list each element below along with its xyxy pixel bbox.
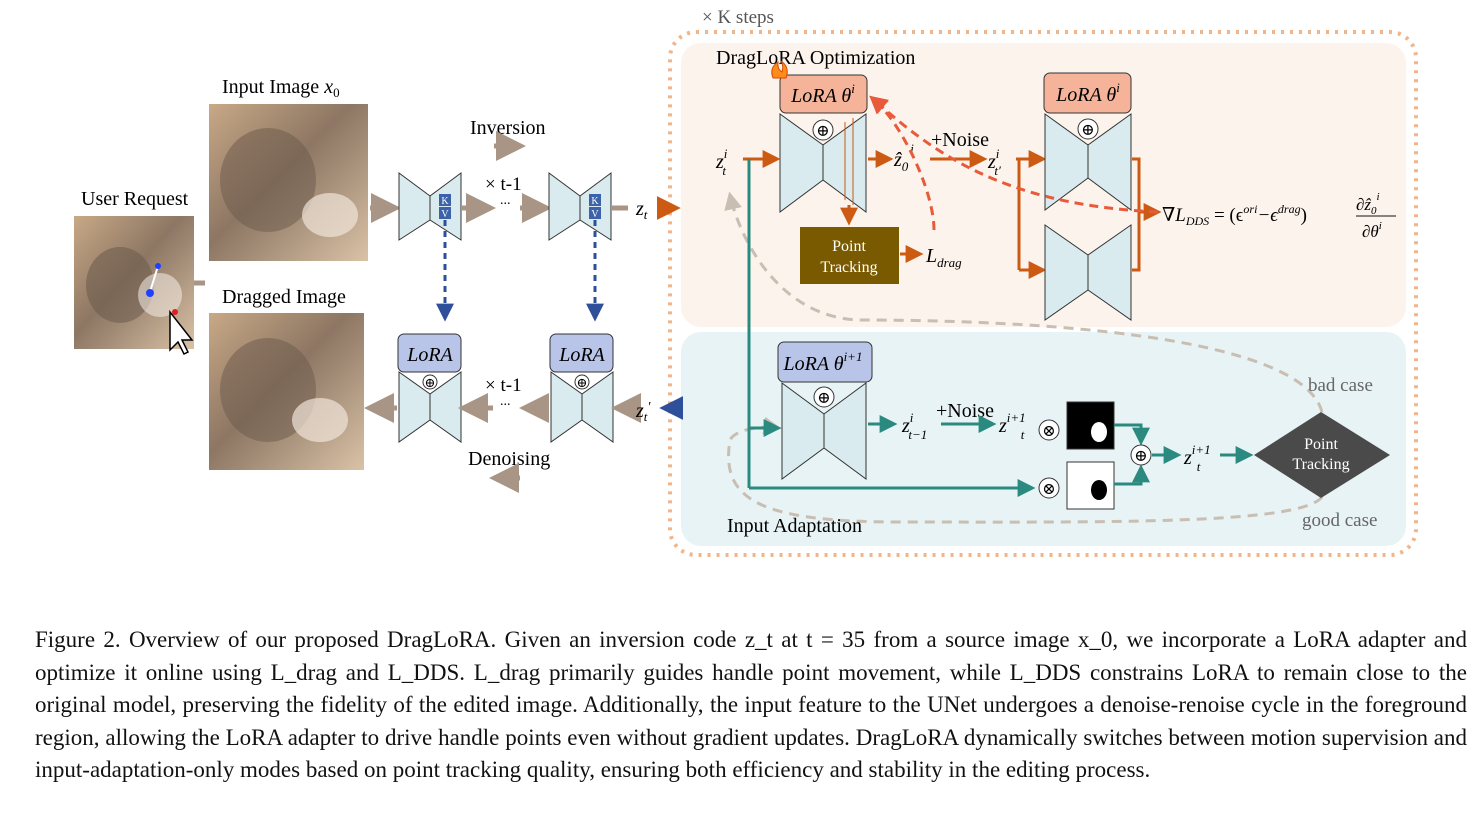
denoising-label: Denoising [468,448,550,470]
svg-text:K: K [441,196,449,207]
svg-text:∇LDDS = (ϵori−ϵdrag): ∇LDDS = (ϵori−ϵdrag) [1162,202,1307,228]
svg-text:⊕: ⊕ [1134,448,1147,465]
input-image-label: Input Image x0 [222,76,340,100]
zt-prime-label: zt′ [635,400,651,424]
svg-text:Point: Point [832,238,866,255]
figure-caption: Figure 2. Overview of our proposed DragL… [35,624,1467,787]
svg-text:∂ẑ0i: ∂ẑ0i [1356,191,1380,217]
user-request-label: User Request [81,188,189,210]
background-mask [1066,461,1115,510]
lora-theta-i1-block: LoRA θi+1 ⊕ [777,341,873,480]
times-t1-bottom: × t-1 [485,375,522,396]
z-hat-0-label: ẑ0i [893,141,914,174]
svg-text:⊕: ⊕ [577,375,588,390]
dragged-image-label: Dragged Image [222,286,346,308]
svg-text:LoRA θi: LoRA θi [790,81,855,107]
point-tracking-diamond: Point Tracking [1254,412,1390,498]
svg-text:Point: Point [1304,436,1338,453]
caption-text: Figure 2. Overview of our proposed DragL… [35,627,1467,782]
add-node: ⊕ [1130,444,1152,466]
plus-noise-2: +Noise [936,400,994,422]
input-adaptation-label: Input Adaptation [727,515,862,537]
unet-original-block [1044,224,1132,321]
svg-text:V: V [591,209,599,220]
svg-text:⊗: ⊗ [1042,481,1055,498]
l-drag-label: Ldrag [925,245,962,270]
svg-text:⊕: ⊕ [425,375,436,390]
dragged-image [209,313,364,470]
svg-text:...: ... [500,394,511,409]
svg-text:∂θi: ∂θi [1362,220,1382,241]
svg-text:...: ... [500,193,511,208]
svg-text:LoRA θi: LoRA θi [1055,80,1120,106]
unet-inversion-2: K V [548,172,612,241]
svg-text:⊕: ⊕ [816,123,829,140]
foreground-mask [1066,401,1115,450]
svg-text:Tracking: Tracking [820,259,877,276]
input-image [209,104,368,261]
user-request-image [74,216,194,356]
svg-text:Tracking: Tracking [1292,456,1349,473]
plus-noise-1: +Noise [931,129,989,151]
times-t1-top: × t-1 [485,174,522,195]
lora-denoise-1: LoRA ⊕ [397,333,462,443]
multiply-top: ⊗ [1038,419,1060,441]
draglora-optimization-title: DragLoRA Optimization [716,47,915,69]
lora-theta-i-block: LoRA θi ⊕ [771,60,868,213]
dds-gradient-formula: ∇LDDS = (ϵori−ϵdrag) ∂ẑ0i ∂θi [1162,191,1396,241]
svg-text:⊗: ⊗ [1042,423,1055,440]
good-case-label: good case [1302,510,1377,531]
lora-theta-i-right-block: LoRA θi ⊕ [1043,72,1132,211]
k-steps-label: × K steps [702,7,774,28]
svg-text:V: V [441,209,449,220]
overview-diagram: × K steps User Request Input Image x0 Dr… [74,7,1418,557]
svg-text:LoRA θi+1: LoRA θi+1 [783,349,863,375]
point-tracking-box: Point Tracking [800,227,899,284]
svg-text:LoRA: LoRA [406,344,453,366]
svg-text:⊕: ⊕ [817,390,830,407]
svg-text:⊕: ⊕ [1081,122,1094,139]
inversion-label: Inversion [470,117,546,139]
multiply-bottom: ⊗ [1038,477,1060,499]
cursor-icon [169,309,194,356]
bad-case-label: bad case [1308,375,1373,396]
k-steps-border [668,30,1418,557]
zt-label: zt [635,198,648,222]
lora-denoise-2: LoRA ⊕ [549,333,614,443]
svg-text:LoRA: LoRA [558,344,605,366]
svg-text:K: K [591,196,599,207]
unet-inversion-1: K V [398,172,462,241]
fire-icon [771,60,788,79]
